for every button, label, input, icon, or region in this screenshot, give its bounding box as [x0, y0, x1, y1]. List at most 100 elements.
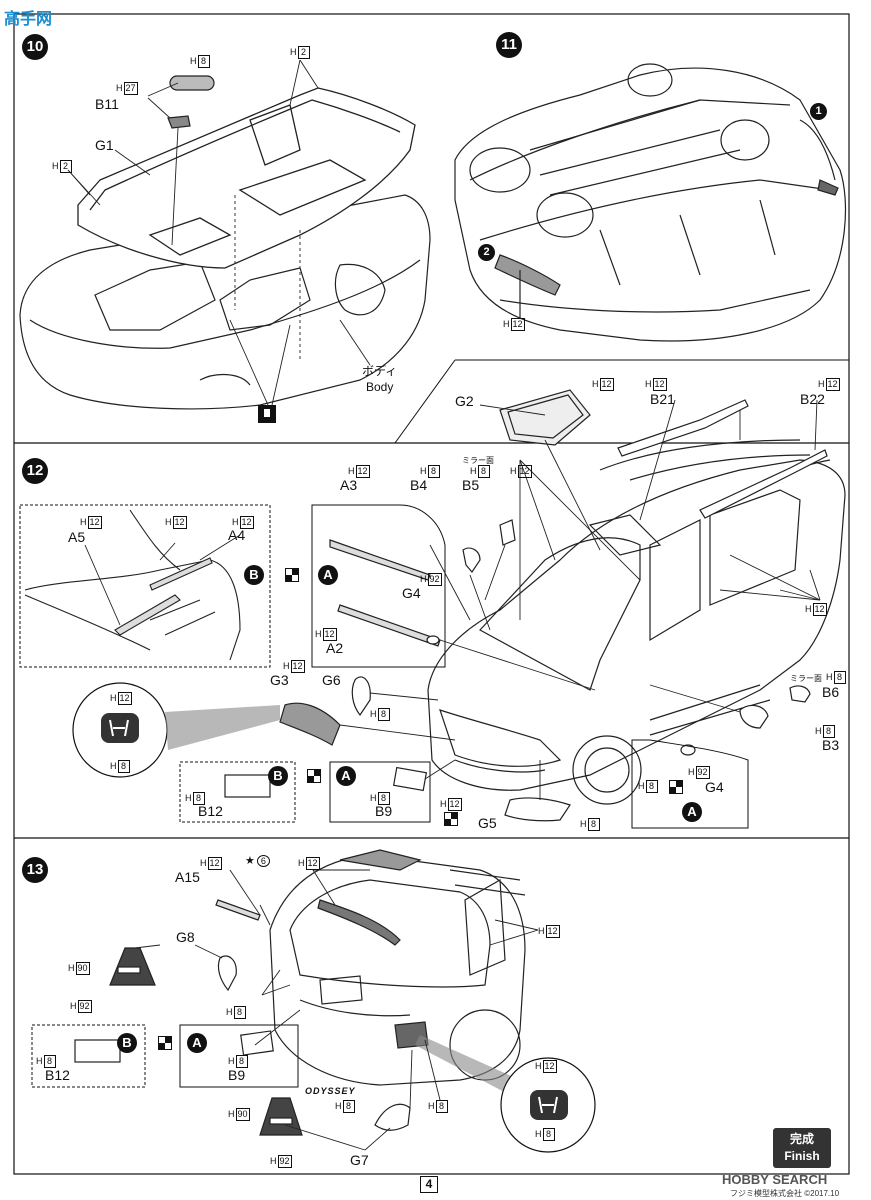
step13-parts: [74, 899, 429, 1136]
part-g5: G5: [478, 815, 497, 831]
part-b11: B11: [95, 96, 119, 112]
step12-parts: [224, 389, 828, 822]
part-b12: B12: [198, 803, 223, 819]
part-b4: B4: [410, 477, 428, 493]
part-g2: G2: [455, 393, 474, 409]
hobby-search-logo: HOBBY SEARCH: [722, 1172, 828, 1187]
option-a-badge: A: [187, 1033, 207, 1053]
part-g8: G8: [176, 929, 195, 945]
part-b12: B12: [45, 1067, 70, 1083]
finish-label-en: Finish: [784, 1149, 820, 1163]
part-a2: A2: [326, 640, 344, 656]
callout-2: 2: [478, 244, 495, 261]
part-b22: B22: [800, 391, 825, 407]
option-b-badge: B: [117, 1033, 137, 1053]
checker-icon: [307, 769, 321, 783]
odyssey-emblem: ODYSSEY: [305, 1086, 356, 1096]
part-a15: A15: [175, 869, 200, 885]
body-label-jp: ボディ: [362, 364, 398, 378]
step11-underbody-drawing: [454, 63, 847, 342]
step-11-number: 11: [496, 32, 522, 58]
part-g7: G7: [350, 1152, 369, 1168]
part-b6: B6: [822, 684, 840, 700]
part-g4-alt: G4: [705, 779, 724, 795]
checker-icon: [285, 568, 299, 582]
callout-1: 1: [810, 103, 827, 120]
step-12-number: 12: [22, 458, 48, 484]
step13-car-drawing: [269, 849, 526, 1086]
star-6-note: ★6: [245, 854, 270, 867]
part-b21: B21: [650, 391, 675, 407]
step10-leaders: [67, 59, 371, 406]
option-b-badge: B: [268, 766, 288, 786]
option-a-badge: A: [336, 766, 356, 786]
part-g6: G6: [322, 672, 341, 688]
step10-interior-tub: [77, 87, 416, 269]
checker-icon: [669, 780, 683, 794]
part-g3: G3: [270, 672, 289, 688]
step12-left-dashed-box: [19, 504, 271, 668]
part-a3: A3: [340, 477, 358, 493]
part-a4: A4: [228, 527, 246, 543]
step10-parts: [167, 75, 215, 129]
body-label-en: Body: [366, 380, 394, 394]
finish-badge: 完成 Finish: [773, 1128, 831, 1168]
part-g1: G1: [95, 137, 114, 153]
step-10-number: 10: [22, 34, 48, 60]
site-watermark: 高手网: [4, 9, 53, 28]
part-b5: B5: [462, 477, 480, 493]
copyright: フジミ模型株式会社 ©2017.10: [730, 1189, 840, 1198]
part-b9: B9: [228, 1067, 246, 1083]
part-a5: A5: [68, 529, 86, 545]
option-b-badge: B: [244, 565, 264, 585]
part-b3: B3: [822, 737, 840, 753]
option-a-badge: A: [318, 565, 338, 585]
option-a-badge: A: [682, 802, 702, 822]
step12-car-drawing: [427, 439, 846, 805]
part-b9: B9: [375, 803, 393, 819]
page-number: 4: [420, 1176, 438, 1193]
finish-label-jp: 完成: [789, 1132, 814, 1146]
